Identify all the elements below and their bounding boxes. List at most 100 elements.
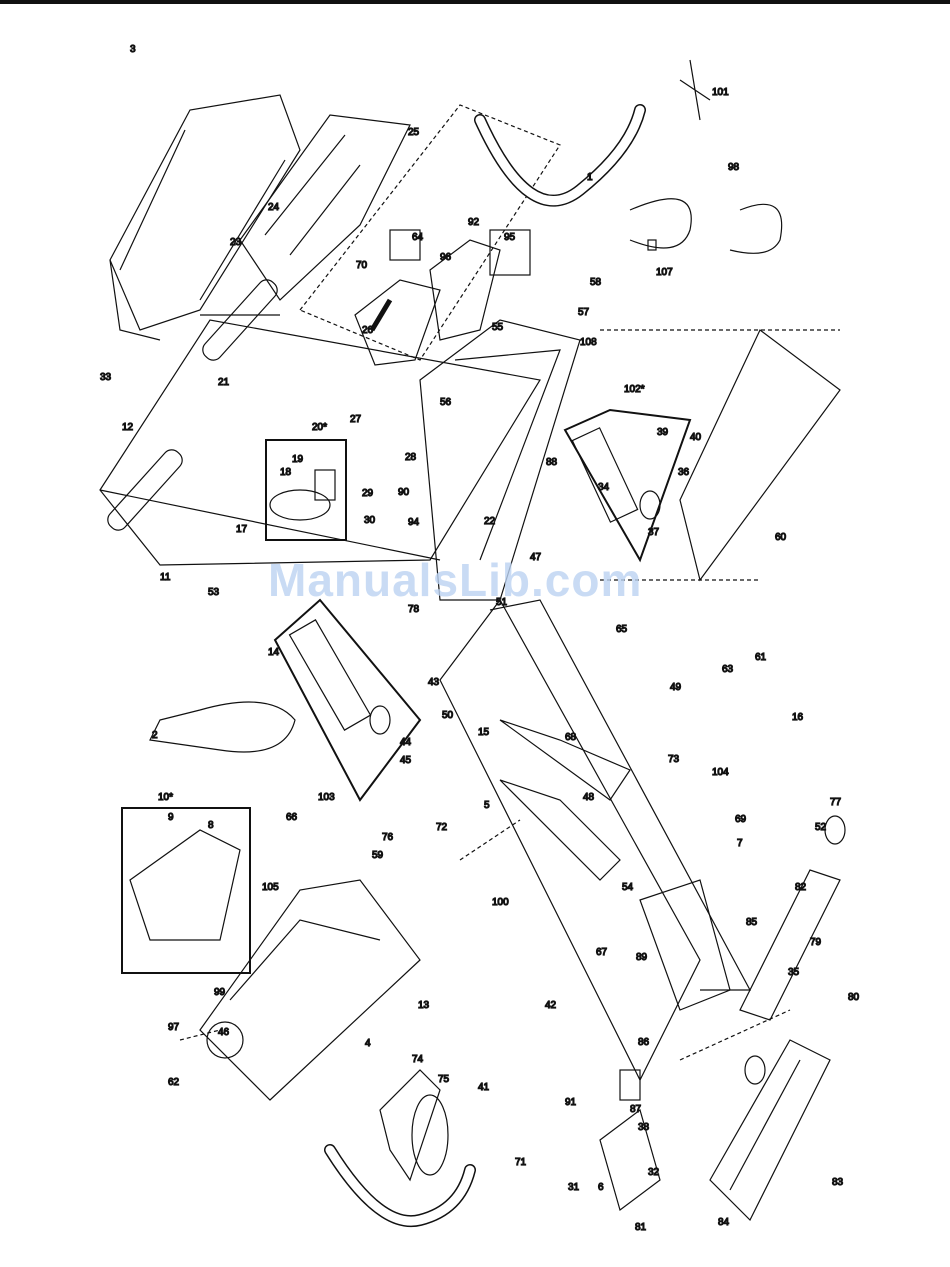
- callout-label: 96: [440, 252, 452, 263]
- callout-label: 25: [408, 127, 420, 138]
- callout-label: 9: [168, 812, 174, 823]
- callout-label: 58: [590, 277, 602, 288]
- callout-label: 47: [530, 552, 542, 563]
- callout-label: 73: [668, 754, 680, 765]
- callout-label: 46: [218, 1027, 230, 1038]
- console-detail-box: [121, 807, 251, 974]
- callout-label: 26: [362, 325, 374, 336]
- callout-label: 16: [792, 712, 804, 723]
- callout-label: 78: [408, 604, 420, 615]
- base-leg: [709, 1039, 831, 1222]
- roller-detail-box-left: [273, 598, 422, 802]
- callout-label: 28: [405, 452, 417, 463]
- callout-label: 72: [436, 822, 448, 833]
- callout-label: 66: [286, 812, 298, 823]
- callout-label: 42: [545, 1000, 557, 1011]
- upright-frame: [99, 319, 541, 566]
- callout-label: 15: [478, 727, 490, 738]
- base-crossmember: [739, 869, 841, 1021]
- callout-label: 38: [638, 1122, 650, 1133]
- callout-label: 97: [168, 1022, 180, 1033]
- callout-label: 40: [690, 432, 702, 443]
- callout-labels: 1 2 3 4 5 6 7 8 9 10* 11 12 13 14 15 16 …: [99, 43, 860, 1233]
- callout-label: 90: [398, 487, 410, 498]
- callout-label: 57: [578, 307, 590, 318]
- callout-label: 50: [442, 710, 454, 721]
- callout-label: 79: [810, 937, 822, 948]
- console-hood: [109, 94, 301, 331]
- callout-label: 7: [737, 838, 743, 849]
- callout-label: 24: [268, 202, 280, 213]
- callout-label: 74: [412, 1054, 424, 1065]
- callout-label: 35: [788, 967, 800, 978]
- callout-label: 69: [735, 814, 747, 825]
- callout-label: 86: [638, 1037, 650, 1048]
- motor-hood: [239, 114, 411, 301]
- callout-label: 103: [318, 792, 335, 803]
- callout-label: 37: [648, 527, 660, 538]
- callout-label: 32: [648, 1167, 660, 1178]
- callout-label: 80: [848, 992, 860, 1003]
- callout-label: 17: [236, 524, 248, 535]
- callout-label: 8: [208, 820, 214, 831]
- callout-label: 64: [412, 232, 424, 243]
- callout-label: 89: [636, 952, 648, 963]
- callout-label: 43: [428, 677, 440, 688]
- callout-label: 99: [214, 987, 226, 998]
- callout-label: 68: [565, 732, 577, 743]
- incline-motor: [599, 1108, 661, 1212]
- callout-label: 23: [230, 237, 242, 248]
- callout-label: 5: [484, 800, 490, 811]
- callout-label: 13: [418, 1000, 430, 1011]
- callout-label: 55: [492, 322, 504, 333]
- controller-board: [354, 279, 441, 366]
- callout-label: 62: [168, 1077, 180, 1088]
- callout-label: 44: [400, 737, 412, 748]
- callout-label: 87: [630, 1104, 642, 1115]
- header-rule: [0, 0, 950, 4]
- callout-label: 84: [718, 1217, 730, 1228]
- callout-label: 2: [152, 730, 158, 741]
- callout-label: 102*: [624, 384, 645, 395]
- callout-label: 34: [598, 482, 610, 493]
- callout-label: 91: [565, 1097, 577, 1108]
- callout-label: 21: [218, 377, 230, 388]
- callout-label: 59: [372, 850, 384, 861]
- motor-detail-box: [265, 439, 347, 541]
- callout-label: 82: [795, 882, 807, 893]
- callout-label: 48: [583, 792, 595, 803]
- side-rail-right: [679, 329, 841, 582]
- callout-label: 88: [546, 457, 558, 468]
- roller-detail-box-right: [563, 408, 692, 563]
- callout-label: 20*: [312, 422, 327, 433]
- callout-label: 104: [712, 767, 729, 778]
- callout-label: 98: [728, 162, 740, 173]
- callout-label: 29: [362, 488, 374, 499]
- callout-label: 33: [100, 372, 112, 383]
- callout-label: 101: [712, 87, 729, 98]
- safety-key: [379, 1069, 441, 1182]
- callout-label: 92: [468, 217, 480, 228]
- callout-label: 60: [775, 532, 787, 543]
- base-frame: [419, 319, 581, 601]
- callout-label: 107: [656, 267, 673, 278]
- callout-label: 65: [616, 624, 628, 635]
- callout-label: 67: [596, 947, 608, 958]
- callout-label: 100: [492, 897, 509, 908]
- callout-label: 53: [208, 587, 220, 598]
- callout-label: 51: [496, 597, 508, 608]
- power-cord: [629, 198, 692, 249]
- callout-label: 77: [830, 797, 842, 808]
- front-rail: [639, 879, 731, 1011]
- callout-label: 41: [478, 1082, 490, 1093]
- callout-label: 70: [356, 260, 368, 271]
- callout-label: 4: [365, 1038, 371, 1049]
- callout-label: 56: [440, 397, 452, 408]
- callout-label: 83: [832, 1177, 844, 1188]
- callout-label: 45: [400, 755, 412, 766]
- callout-label: 71: [515, 1157, 527, 1168]
- callout-label: 31: [568, 1182, 580, 1193]
- callout-label: 108: [580, 337, 597, 348]
- walking-belt: [149, 701, 296, 753]
- walking-deck: [439, 598, 701, 1082]
